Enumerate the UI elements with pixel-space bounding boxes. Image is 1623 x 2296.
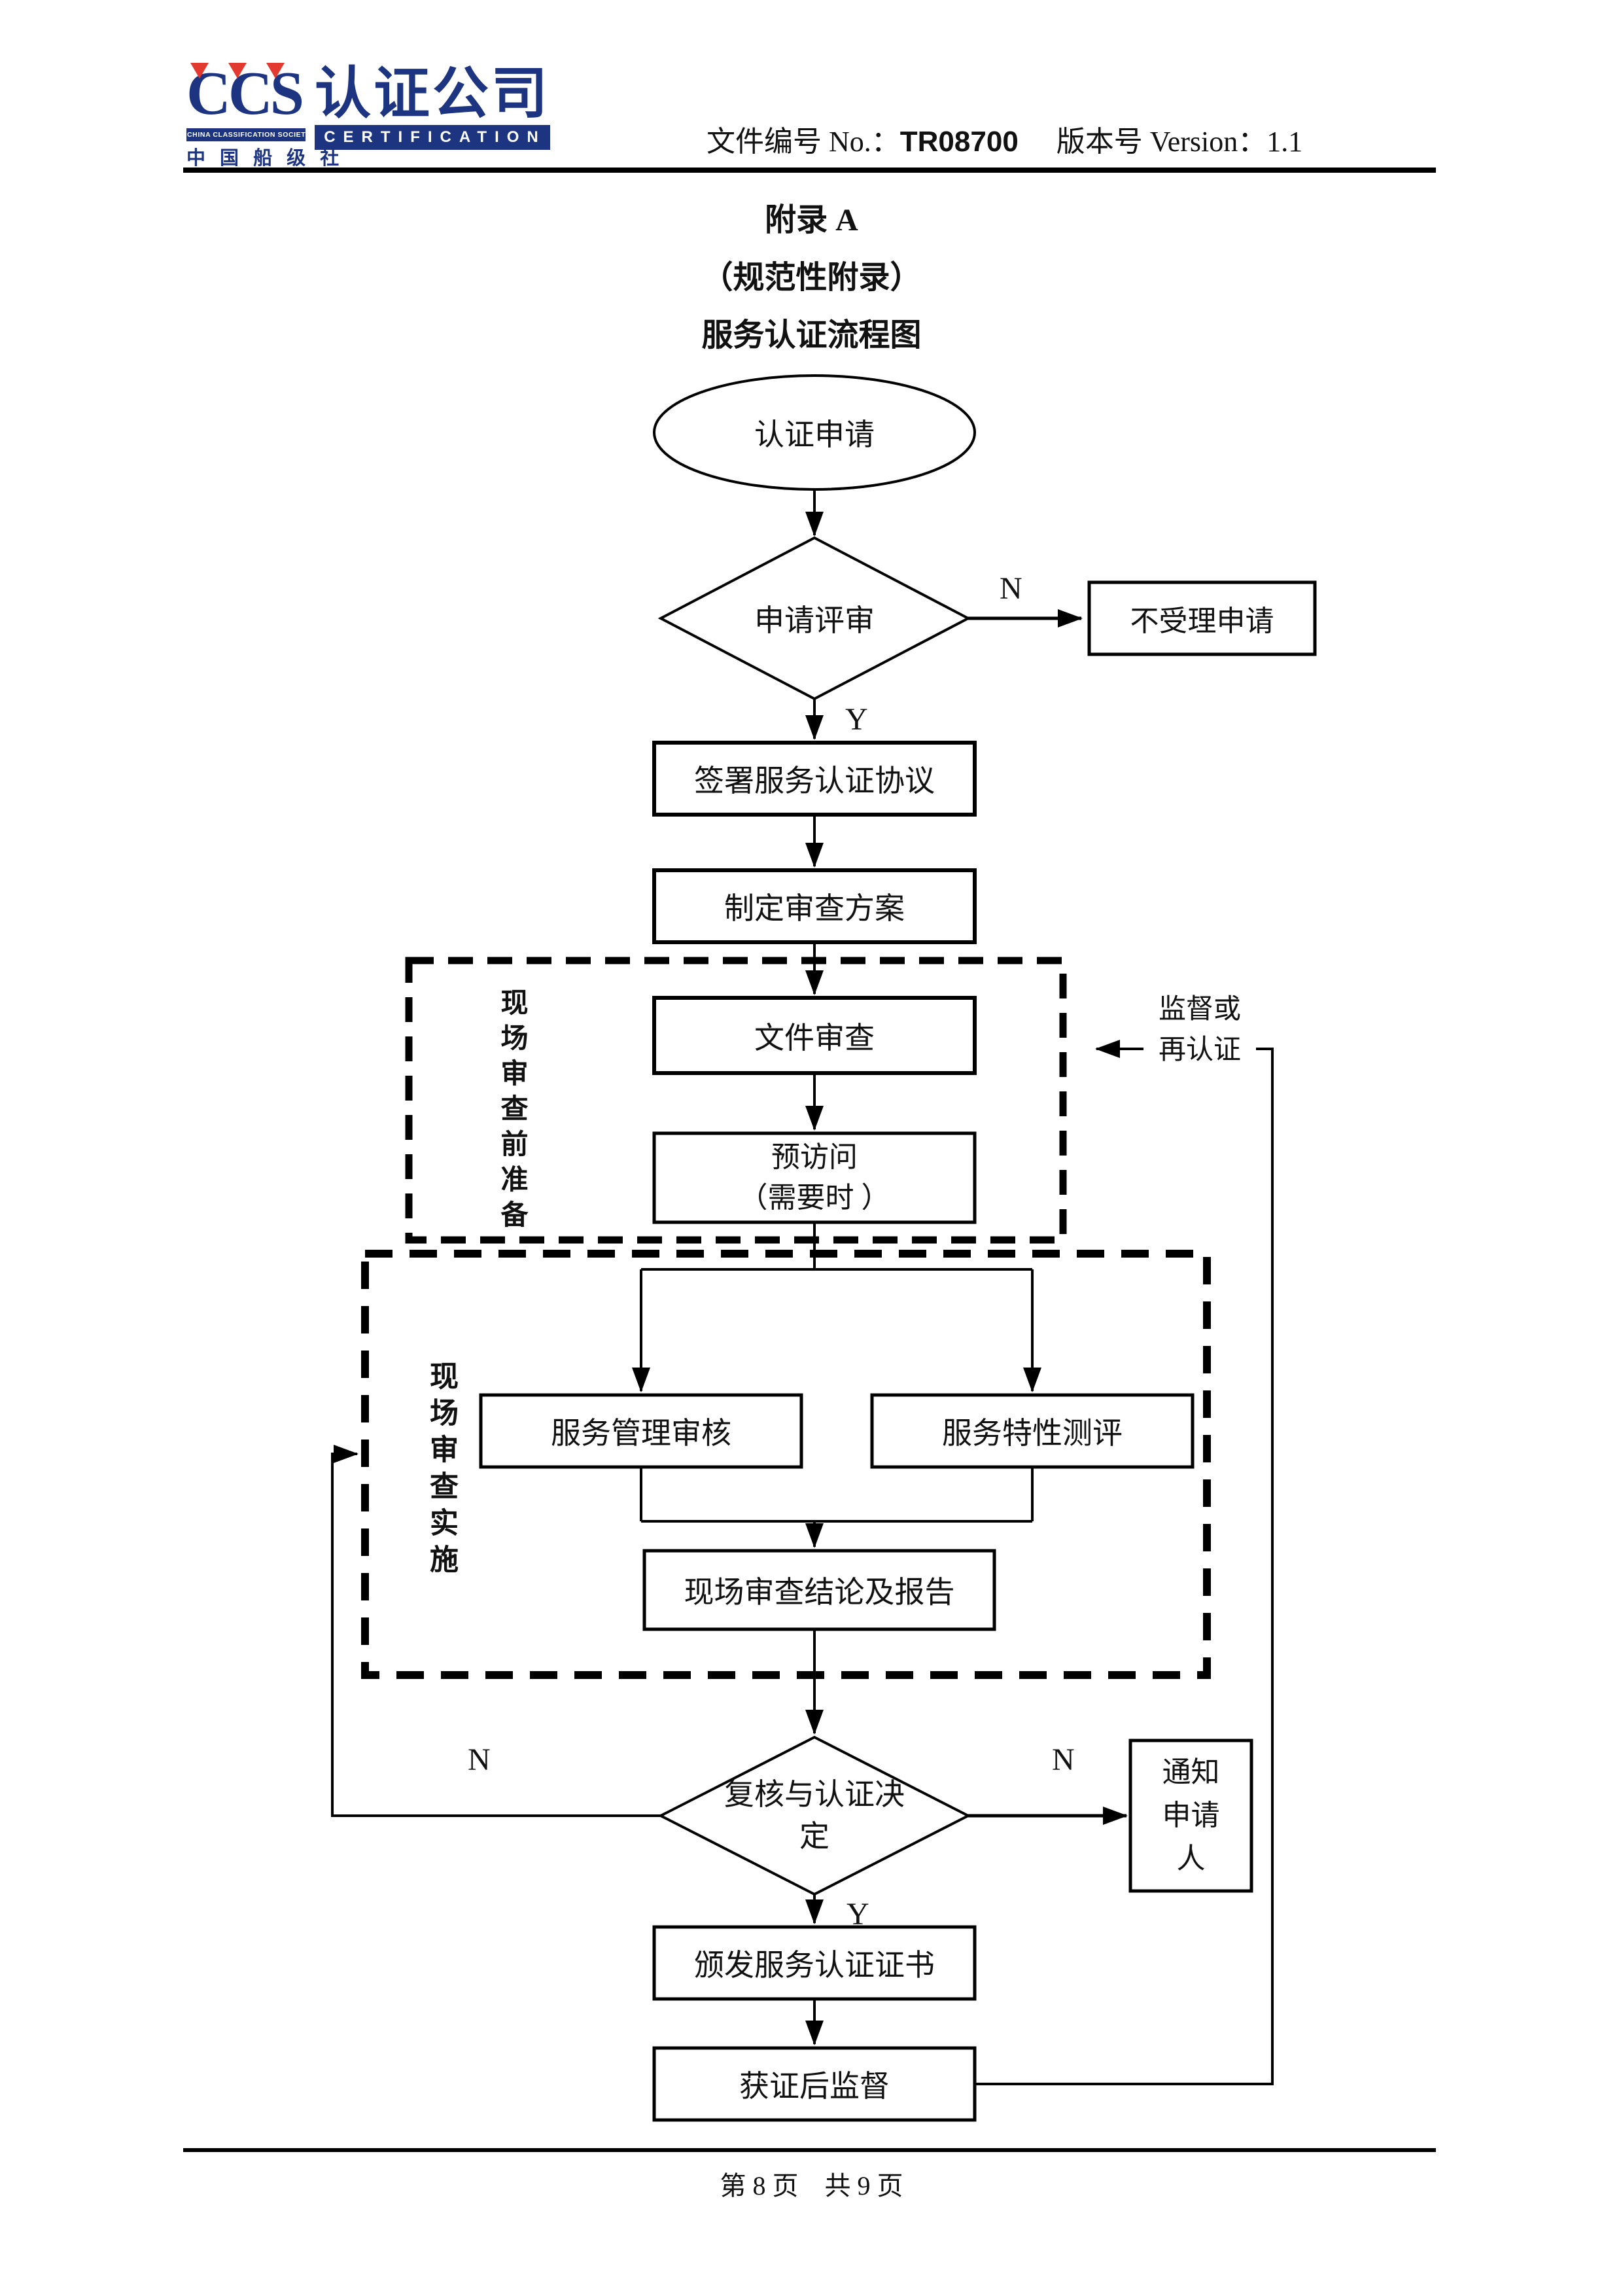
node-service-char-eval [870,1393,1195,1469]
doc-number-label: 文件编号 No.： [707,126,900,158]
version-value: 1.1 [1266,126,1303,158]
label-post-cert: 获证后监督 [739,2070,890,2103]
doc-number-value: TR08700 [899,126,1019,158]
branch-label-yes: Y [846,1897,869,1932]
group-box-pre-audit [405,957,1067,1244]
label-service-mgmt-audit: 服务管理审核 [551,1417,731,1450]
label-onsite-report: 现场审查结论及报告 [684,1576,955,1609]
node-reject [1087,580,1317,656]
label-application-review: 申请评审 [754,604,875,637]
branch-label-yes: Y [845,702,868,737]
branch-label-no: N [1000,571,1022,606]
ccs-logo: CCS CHINA CLASSIFICATION SOCIETY 中 国 船 级… [186,63,550,170]
supervise-recert-label: 监督或 再认证 [1143,989,1256,1070]
arrow-post-to-supervise-loop [975,1040,1274,2085]
label-sign-agreement: 签署服务认证协议 [694,764,935,798]
society-en-bar: CHINA CLASSIFICATION SOCIETY [186,128,310,141]
appendix-subtitle: （规范性附录） [701,260,922,295]
node-decision [657,1735,971,1896]
version-label: 版本号 Version： [1056,126,1267,158]
footer-rule [183,2148,1436,2152]
label-issue-cert: 颁发服务认证证书 [694,1949,935,1982]
node-onsite-report [642,1549,996,1631]
ccs-logo-right: 认证公司 CERTIFICATION [315,65,550,150]
node-pre-visit [652,1131,977,1224]
label-doc-review: 文件审查 [754,1021,875,1055]
node-application-review [657,536,971,701]
node-sign-agreement [652,741,977,817]
branch-label-no: N [468,1742,491,1777]
label-reject: 不受理申请 [1130,605,1274,637]
ccs-red-flag-icon [190,63,209,79]
page-number: 第 8 页 共 9 页 [720,2171,903,2200]
arrow-decision-no-loopback [331,1445,661,1817]
node-service-mgmt-audit [479,1393,803,1469]
doc-number-line: 文件编号 No.：TR08700 版本号 Version：1.1 [707,118,1302,160]
header-rule [183,168,1436,173]
branch-label-no: N [1052,1742,1075,1777]
label-start: 认证申请 [754,418,875,451]
label-make-plan: 制定审查方案 [724,892,905,925]
brand-cn-text: 认证公司 [315,62,550,125]
node-post-cert [652,2046,977,2122]
label-service-char-eval: 服务特性测评 [942,1417,1123,1450]
ccs-red-flag-icon [228,63,247,79]
label-pre-visit: 预访问 （需要时 ） [739,1141,890,1214]
node-make-plan [652,868,977,944]
appendix-title: 附录 A [765,203,858,238]
brand-en-bar: CERTIFICATION [315,125,550,150]
flowchart-title: 服务认证流程图 [701,318,922,353]
ccs-letters-wrap: CCS [186,63,305,128]
node-start [653,374,976,491]
label-decision: 复核与认证决 定 [724,1777,905,1853]
ccs-red-flag-icon [266,63,285,79]
node-issue-cert [652,1925,977,2001]
group-box-onsite-audit [361,1250,1211,1679]
node-doc-review [652,996,977,1075]
group-label-onsite-audit: 现场审查实施 [425,1361,457,1581]
label-notify-applicant: 通知 申请 人 [1162,1756,1220,1875]
group-label-pre-audit: 现场审查前准备 [497,988,527,1235]
node-notify-applicant [1128,1739,1253,1893]
